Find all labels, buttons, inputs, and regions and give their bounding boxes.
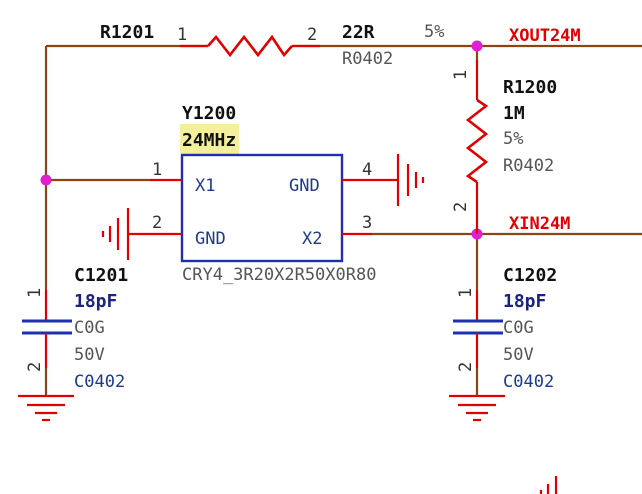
y1200-footprint: CRY4_3R20X2R50X0R80 [182, 265, 376, 285]
c1202-ref: C1202 [503, 265, 557, 286]
y1200-pin-name-x2: X2 [302, 229, 322, 249]
ground-symbol-y1200-pin4 [396, 154, 425, 206]
c1201-pin2-number: 2 [25, 362, 45, 372]
r1201-value: 22R [342, 22, 375, 43]
r1200-tolerance: 5% [503, 129, 523, 149]
c1201-dielectric: C0G [74, 318, 105, 338]
y1200-pin-name-gnd-left: GND [195, 229, 226, 249]
c1201-value: 18pF [74, 291, 117, 312]
y1200-pin4-number: 4 [362, 160, 372, 180]
r1201-zigzag [207, 34, 293, 58]
y1200-value-highlighted-part: 24MH [182, 130, 225, 151]
c1202-pin2-number: 2 [456, 362, 476, 372]
r1200-pin1-number: 1 [451, 70, 471, 80]
ground-symbol-y1200-pin2 [101, 208, 130, 260]
y1200-value-rest: z [225, 130, 236, 151]
junction-left [40, 174, 52, 186]
y1200-pin-name-gnd-right: GND [289, 176, 320, 196]
net-label-xin24m[interactable]: XIN24M [509, 214, 570, 234]
c1201-ref: C1201 [74, 265, 128, 286]
ground-symbol-c1202 [449, 394, 505, 422]
c1201-voltage: 50V [74, 345, 105, 365]
y1200-value-highlight [180, 124, 239, 154]
capacitor-c1202[interactable]: 1 2 C1202 18pF C0G 50V C0402 [453, 265, 557, 392]
y1200-pin1-number: 1 [152, 160, 162, 180]
r1200-ref: R1200 [503, 77, 557, 98]
c1202-dielectric: C0G [503, 318, 534, 338]
r1200-zigzag [465, 98, 489, 184]
c1202-value: 18pF [503, 291, 546, 312]
y1200-pin2-number: 2 [152, 213, 162, 233]
resistor-r1200[interactable]: 1 2 R1200 1M 5% R0402 [451, 60, 557, 234]
r1201-ref: R1201 [100, 22, 154, 43]
r1201-pin1-number: 1 [177, 25, 187, 45]
y1200-ref: Y1200 [182, 103, 236, 124]
capacitor-c1201[interactable]: 1 2 C1201 18pF C0G 50V C0402 [22, 265, 128, 392]
c1202-footprint: C0402 [503, 372, 554, 392]
r1200-pin2-number: 2 [451, 202, 471, 212]
y1200-value: 24MHz [182, 130, 236, 151]
c1202-pin1-number: 1 [456, 288, 476, 298]
c1202-voltage: 50V [503, 345, 534, 365]
resistor-r1201[interactable]: R1201 1 2 22R 5% R0402 [100, 22, 444, 69]
y1200-body [180, 153, 344, 263]
r1201-pin2-number: 2 [307, 25, 317, 45]
net-label-xout24m[interactable]: XOUT24M [509, 26, 581, 46]
r1201-tolerance: 5% [424, 22, 444, 42]
y1200-pin-name-x1: X1 [195, 176, 215, 196]
junction-xout [471, 40, 483, 52]
c1201-pin1-number: 1 [25, 288, 45, 298]
ground-symbol-c1201 [18, 394, 74, 422]
crystal-y1200[interactable]: Y1200 24MHz 1 2 4 3 X1 GND GND X2 CRY4_3… [128, 103, 398, 285]
ground-symbol-partial [539, 476, 558, 494]
r1200-value: 1M [503, 103, 525, 124]
y1200-pin3-number: 3 [362, 213, 372, 233]
c1201-footprint: C0402 [74, 372, 125, 392]
r1200-footprint: R0402 [503, 156, 554, 176]
r1201-footprint: R0402 [342, 49, 393, 69]
